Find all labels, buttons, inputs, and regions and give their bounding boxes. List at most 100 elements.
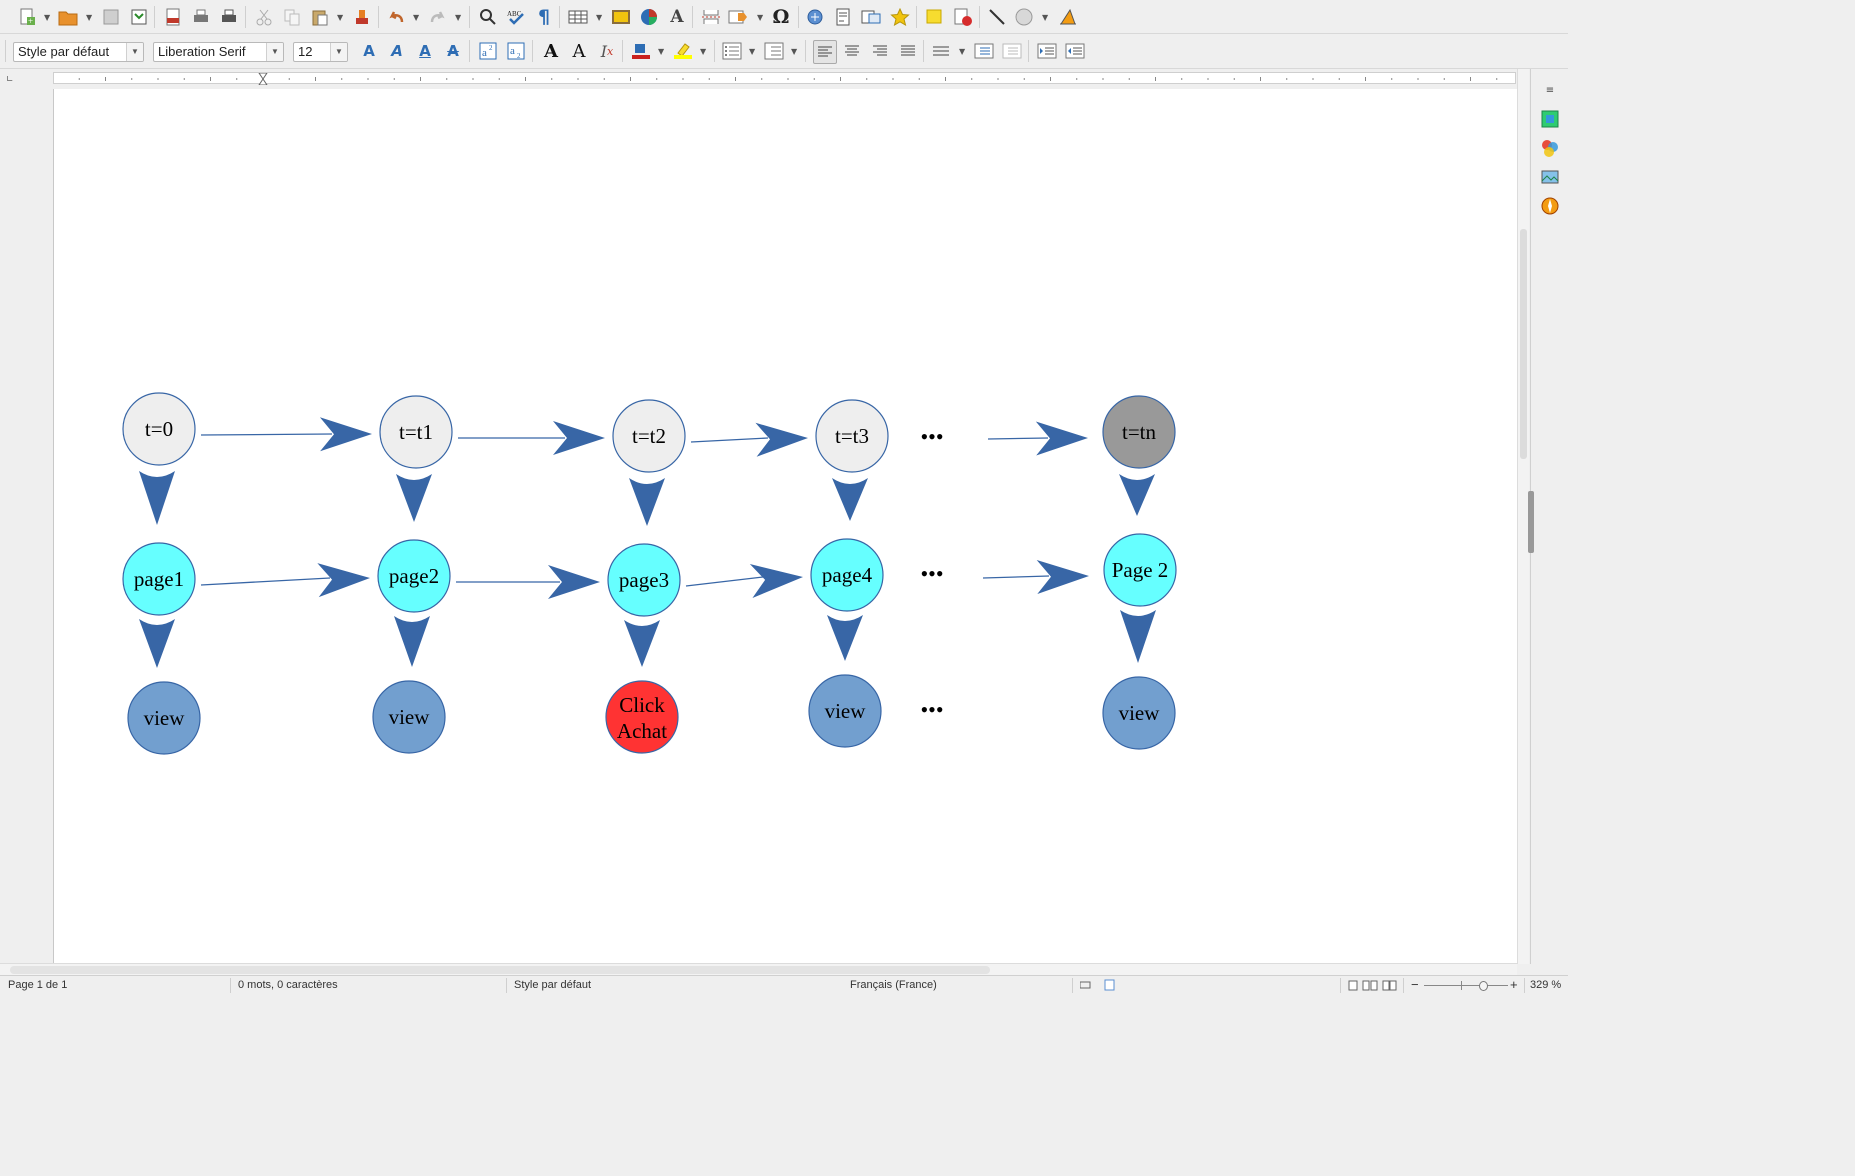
- zoom-slider-handle[interactable]: [1479, 981, 1488, 991]
- chevron-down-icon[interactable]: ▼: [266, 43, 283, 61]
- chevron-down-icon[interactable]: ▼: [330, 43, 347, 61]
- horizontal-ruler[interactable]: ∟: [0, 69, 1520, 89]
- font-name-select[interactable]: Liberation Serif ▼: [153, 42, 284, 62]
- line-icon[interactable]: [986, 6, 1008, 28]
- formatting-marks-icon[interactable]: ¶: [537, 6, 551, 28]
- highlight-color-icon[interactable]: [672, 40, 694, 62]
- chevron-down-icon[interactable]: ▼: [658, 47, 665, 56]
- chevron-down-icon[interactable]: ▼: [791, 47, 798, 56]
- sidebar-collapse-handle[interactable]: [1528, 491, 1534, 553]
- spellcheck-icon[interactable]: ABC: [505, 6, 527, 28]
- properties-icon[interactable]: [1539, 108, 1561, 130]
- bullet-list-icon[interactable]: [721, 40, 743, 62]
- decrease-indent-icon[interactable]: [1064, 40, 1086, 62]
- page-break-icon[interactable]: [700, 6, 722, 28]
- track-changes-icon[interactable]: [952, 6, 974, 28]
- vertical-scrollbar[interactable]: [1517, 69, 1529, 964]
- time-node[interactable]: t=0: [122, 392, 196, 466]
- page-style[interactable]: Style par défaut: [514, 979, 592, 991]
- numbered-list-icon[interactable]: [763, 40, 785, 62]
- footnote-icon[interactable]: [832, 6, 854, 28]
- find-replace-icon[interactable]: [477, 6, 499, 28]
- insert-textbox-icon[interactable]: A: [670, 7, 684, 27]
- time-node[interactable]: t=t3: [815, 399, 889, 473]
- clone-formatting-icon[interactable]: [351, 6, 373, 28]
- basic-shapes-icon[interactable]: [1013, 6, 1035, 28]
- word-count[interactable]: 0 mots, 0 caractères: [238, 979, 338, 991]
- single-page-view-icon[interactable]: [1348, 980, 1358, 994]
- print-icon[interactable]: [190, 6, 212, 28]
- font-color-icon[interactable]: [630, 40, 652, 62]
- decrease-paragraph-spacing-icon[interactable]: [1001, 40, 1023, 62]
- action-node[interactable]: view: [808, 674, 882, 748]
- increase-indent-icon[interactable]: [1036, 40, 1058, 62]
- save-remote-icon[interactable]: [128, 6, 150, 28]
- page-node[interactable]: page3: [607, 543, 681, 617]
- export-pdf-icon[interactable]: [162, 6, 184, 28]
- print-preview-icon[interactable]: [218, 6, 240, 28]
- shrink-font-icon[interactable]: A: [572, 40, 586, 62]
- insert-field-icon[interactable]: [727, 6, 749, 28]
- page-node[interactable]: page1: [122, 542, 196, 616]
- chevron-down-icon[interactable]: ▼: [1042, 13, 1049, 22]
- underline-icon[interactable]: A: [419, 42, 431, 60]
- bookmark-icon[interactable]: [889, 6, 911, 28]
- insert-chart-icon[interactable]: [638, 6, 660, 28]
- font-size-select[interactable]: 12 ▼: [293, 42, 348, 62]
- zoom-level[interactable]: 329 %: [1530, 979, 1562, 991]
- horizontal-scroll-thumb[interactable]: [10, 966, 990, 974]
- copy-icon[interactable]: [281, 6, 303, 28]
- styles-icon[interactable]: [1539, 137, 1561, 159]
- chevron-down-icon[interactable]: ▼: [757, 13, 764, 22]
- redo-icon[interactable]: [427, 6, 449, 28]
- grow-font-icon[interactable]: A: [544, 40, 558, 62]
- navigator-icon[interactable]: [1539, 195, 1561, 217]
- cross-reference-icon[interactable]: [860, 6, 882, 28]
- chevron-down-icon[interactable]: ▼: [749, 47, 756, 56]
- chevron-down-icon[interactable]: ▼: [413, 13, 420, 22]
- increase-paragraph-spacing-icon[interactable]: [973, 40, 995, 62]
- bold-outline-icon[interactable]: A: [363, 42, 375, 60]
- chevron-down-icon[interactable]: ▼: [126, 43, 143, 61]
- align-justify-icon[interactable]: [897, 40, 919, 62]
- align-right-icon[interactable]: [869, 40, 891, 62]
- language[interactable]: Français (France): [850, 979, 937, 991]
- align-left-icon[interactable]: [813, 40, 837, 64]
- zoom-slider[interactable]: [1424, 985, 1508, 986]
- ruler-indent-marker[interactable]: [258, 73, 268, 85]
- new-document-icon[interactable]: +: [16, 6, 38, 28]
- selection-mode-icon[interactable]: [1079, 980, 1092, 993]
- sidebar-menu-icon[interactable]: ≡: [1545, 84, 1555, 96]
- paste-icon[interactable]: [309, 6, 331, 28]
- zoom-out-icon[interactable]: −: [1411, 977, 1419, 992]
- page-count[interactable]: Page 1 de 1: [8, 979, 68, 991]
- cut-icon[interactable]: [253, 6, 275, 28]
- align-center-icon[interactable]: [841, 40, 863, 62]
- paragraph-style-select[interactable]: Style par défaut ▼: [13, 42, 144, 62]
- italic-icon[interactable]: A: [391, 42, 403, 60]
- horizontal-scrollbar[interactable]: [0, 963, 1517, 976]
- tab-type-icon[interactable]: ∟: [6, 75, 14, 85]
- insert-table-icon[interactable]: [567, 6, 589, 28]
- action-node[interactable]: view: [1102, 676, 1176, 750]
- chevron-down-icon[interactable]: ▼: [337, 13, 344, 22]
- insert-image-icon[interactable]: [610, 6, 632, 28]
- vertical-scroll-thumb[interactable]: [1520, 229, 1527, 459]
- undo-icon[interactable]: [386, 6, 408, 28]
- time-node[interactable]: t=t2: [612, 399, 686, 473]
- chevron-down-icon[interactable]: ▼: [86, 13, 93, 22]
- draw-functions-icon[interactable]: [1057, 6, 1079, 28]
- action-node[interactable]: view: [127, 681, 201, 755]
- gallery-icon[interactable]: [1539, 166, 1561, 188]
- special-character-icon[interactable]: Ω: [772, 6, 790, 28]
- save-icon[interactable]: [100, 6, 122, 28]
- hyperlink-icon[interactable]: [804, 6, 826, 28]
- page-node[interactable]: page2: [377, 539, 451, 613]
- strikethrough-icon[interactable]: A: [447, 42, 459, 60]
